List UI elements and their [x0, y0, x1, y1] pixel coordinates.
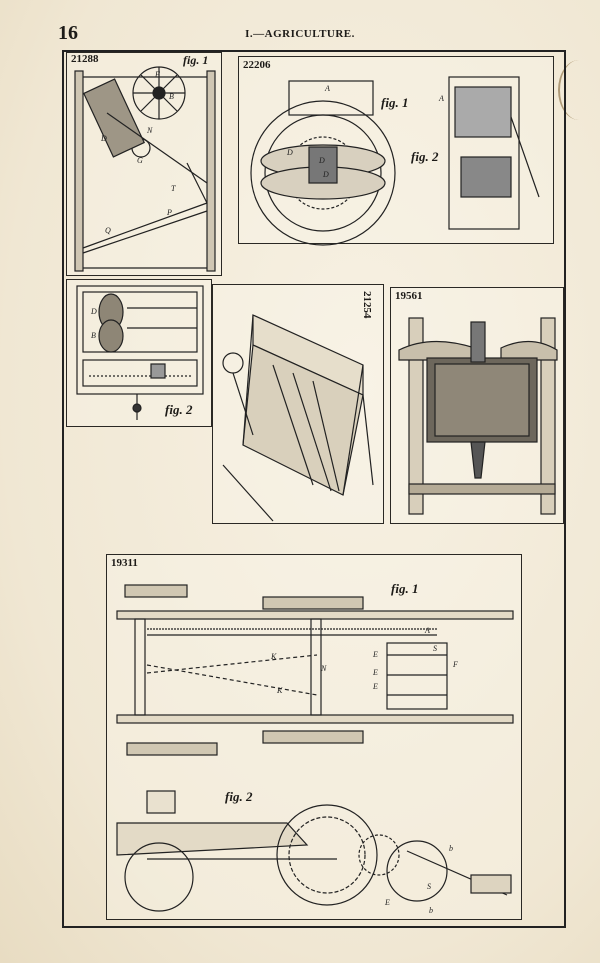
plate-frame	[62, 50, 566, 928]
svg-text:B: B	[169, 92, 174, 101]
panel-19311: 19311 fig. 1 fig. 2	[106, 554, 522, 920]
svg-text:T: T	[171, 184, 176, 193]
svg-text:b: b	[449, 844, 453, 853]
svg-text:D: D	[90, 307, 97, 316]
svg-text:E: E	[384, 898, 390, 907]
svg-text:P: P	[166, 208, 172, 217]
patent-number: 19311	[111, 557, 138, 569]
patent-number: 19561	[395, 290, 423, 302]
panel-19561: 19561	[390, 287, 564, 524]
svg-text:D: D	[100, 134, 107, 143]
fig-label: fig. 2	[165, 402, 193, 417]
fig-label: fig. 2	[411, 149, 439, 164]
machine-drawing-21254	[222, 314, 374, 522]
svg-text:S: S	[427, 882, 431, 891]
svg-text:G: G	[137, 156, 143, 165]
svg-text:D: D	[286, 148, 293, 157]
svg-text:A: A	[324, 84, 330, 93]
svg-text:N: N	[320, 664, 327, 673]
machine-drawing-22206: AA DDD	[250, 76, 540, 246]
svg-text:D: D	[322, 170, 329, 179]
svg-text:K: K	[276, 686, 283, 695]
svg-text:A: A	[424, 626, 430, 635]
machine-drawing-21288-fig2: DB	[76, 285, 204, 420]
svg-text:E: E	[372, 682, 378, 691]
svg-text:D: D	[318, 156, 325, 165]
machine-drawing-21288-fig1: F B D N G T P Q	[74, 66, 216, 272]
section-title: I.—AGRICULTURE.	[245, 28, 355, 40]
machine-drawing-19311: AKK NEE EFS SEb b	[116, 584, 514, 915]
svg-text:S: S	[433, 644, 437, 653]
svg-text:F: F	[452, 660, 458, 669]
svg-text:B: B	[91, 331, 96, 340]
fig-label: fig. 1	[183, 53, 209, 67]
svg-text:Q: Q	[105, 226, 111, 235]
patent-number: 22206	[243, 59, 271, 71]
page-number: 16	[58, 22, 78, 44]
svg-text:E: E	[372, 668, 378, 677]
paper-stain	[558, 60, 600, 120]
fig-label: fig. 2	[225, 789, 253, 804]
svg-text:N: N	[146, 126, 153, 135]
svg-text:E: E	[372, 650, 378, 659]
panel-21254: 21254	[212, 284, 384, 524]
svg-text:F: F	[154, 70, 160, 79]
svg-text:K: K	[270, 652, 277, 661]
svg-text:b: b	[429, 906, 433, 915]
machine-drawing-19561	[398, 317, 558, 515]
fig-label: fig. 1	[391, 581, 419, 596]
svg-text:A: A	[438, 94, 444, 103]
fig-label: fig. 1	[381, 95, 409, 110]
panel-21288-fig1: 21288 fig. 1 F B D N G T P Q	[66, 52, 222, 276]
patent-number: 21288	[71, 53, 99, 65]
